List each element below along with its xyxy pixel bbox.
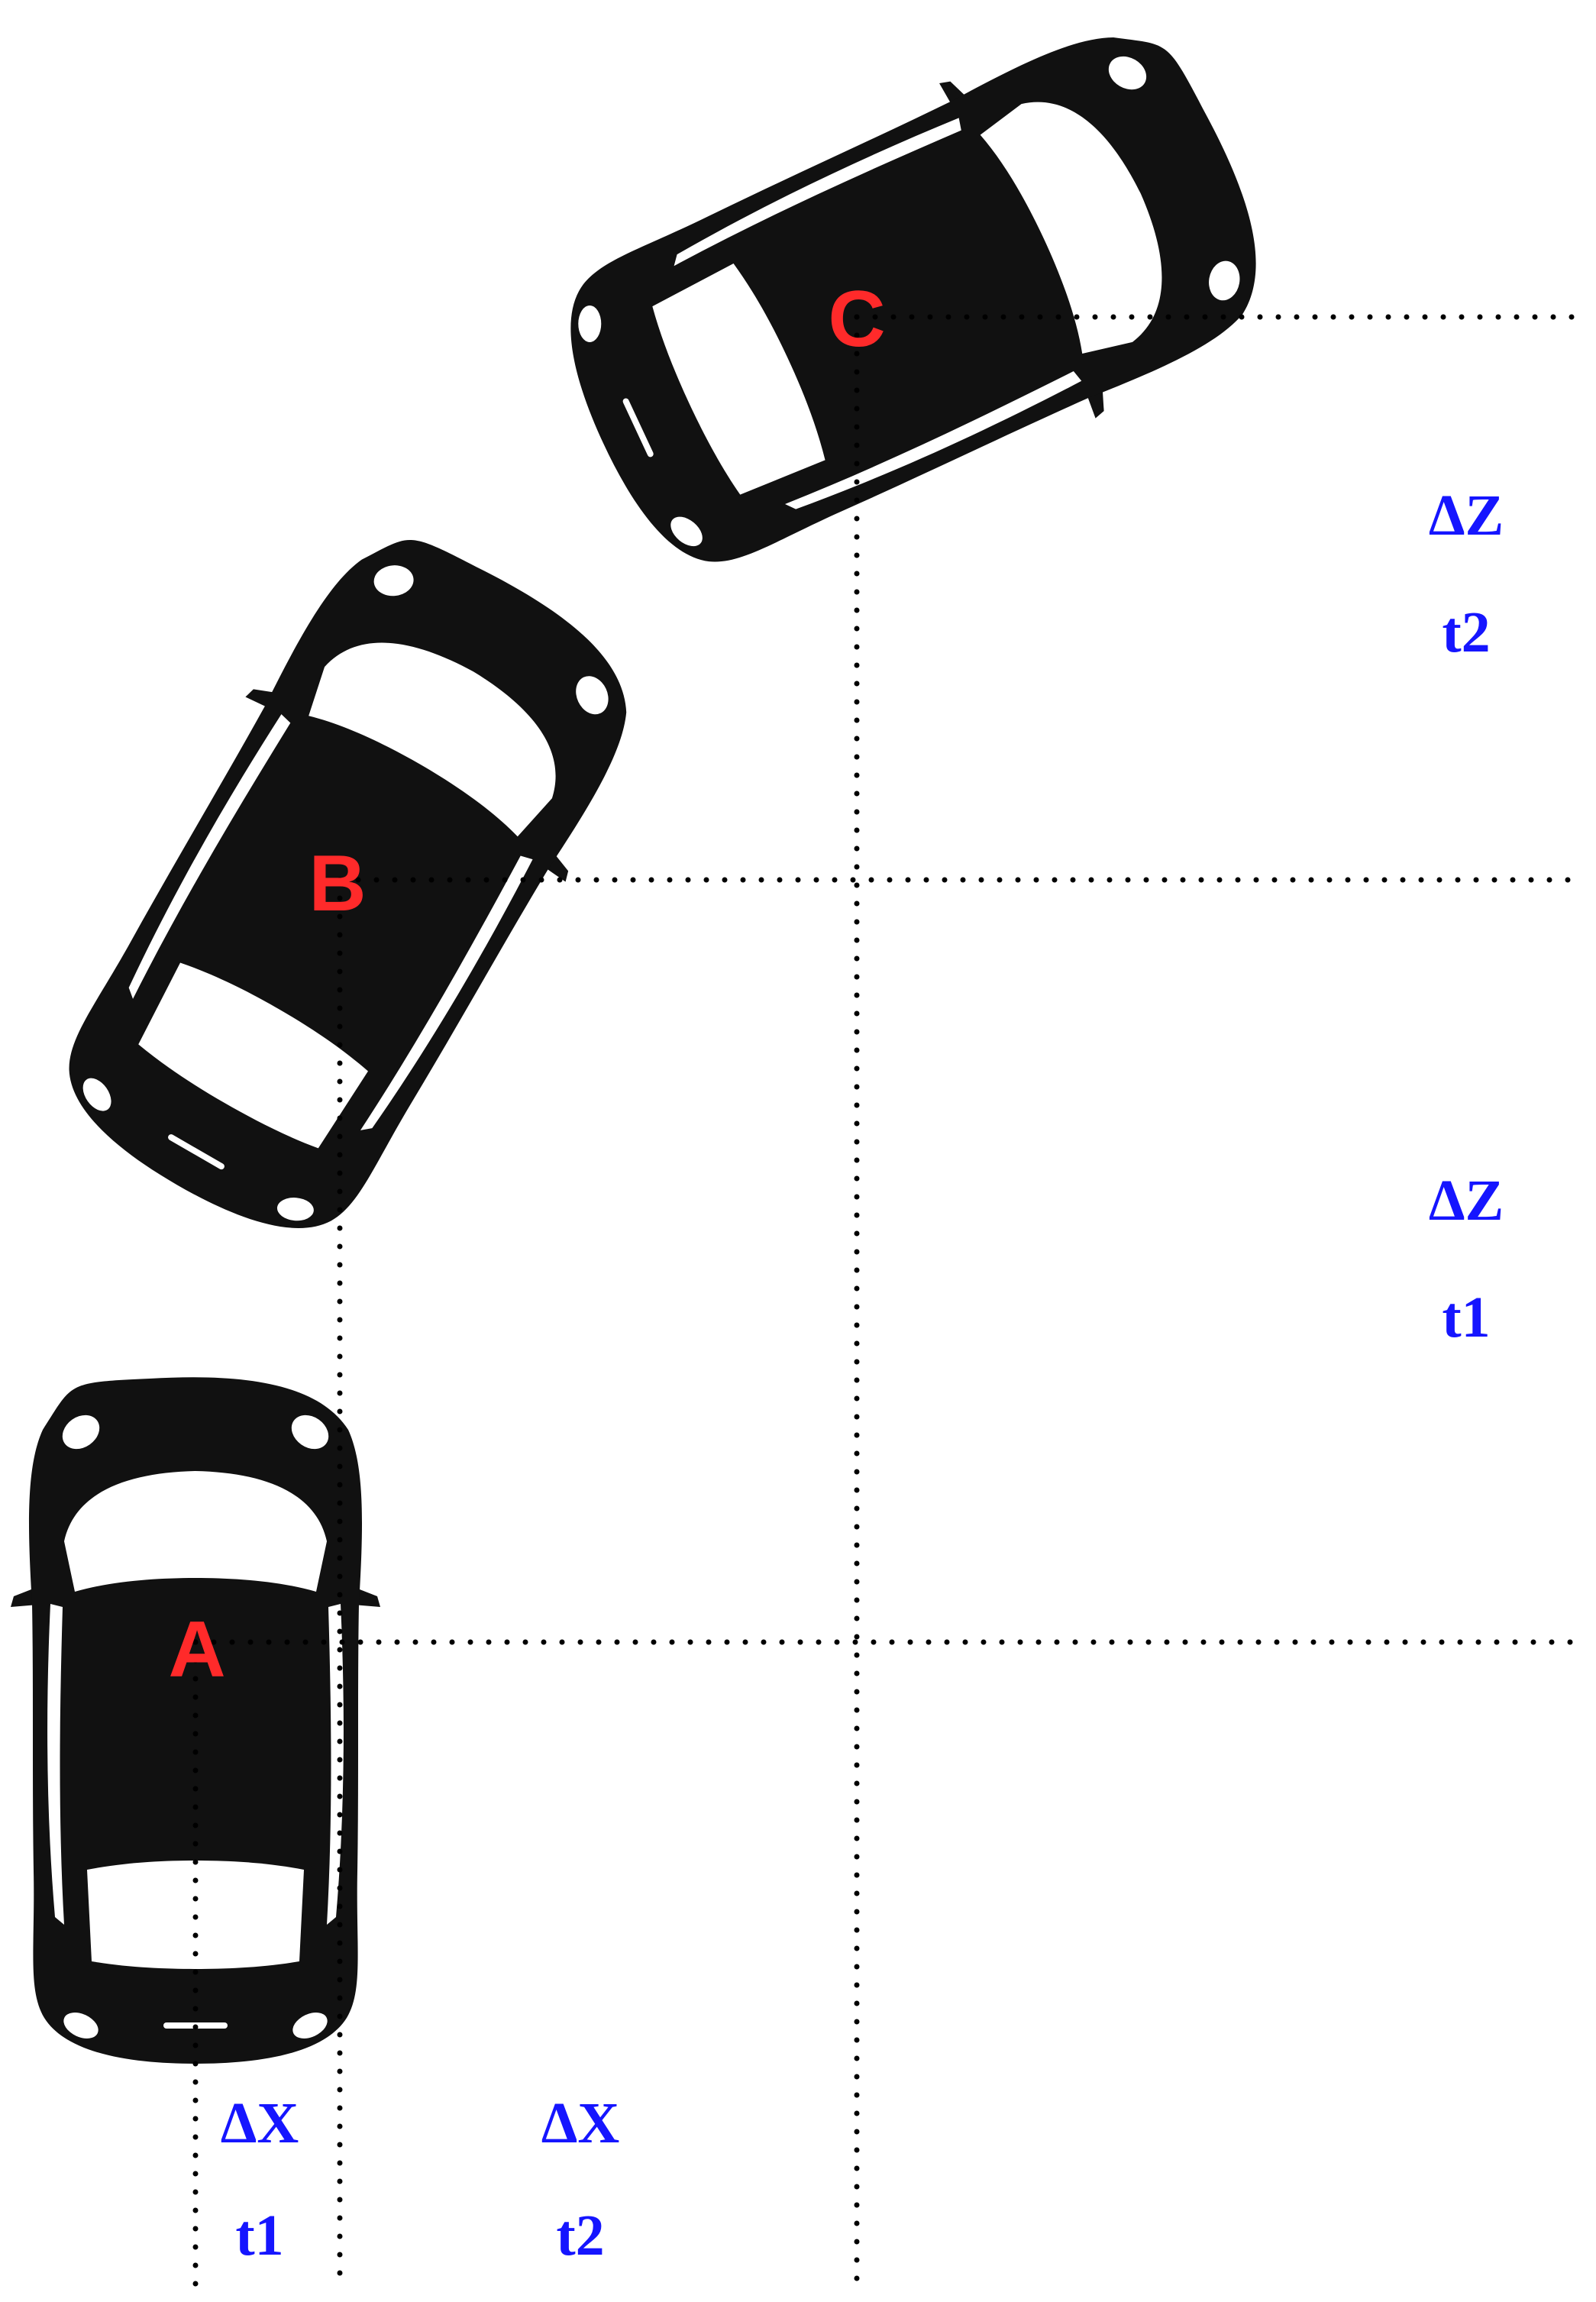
car-b-label: B (309, 839, 366, 928)
delta-x-t1-label: ΔX t1 (221, 2091, 299, 2268)
delta-z-t2-symbol: ΔZ (1429, 483, 1504, 548)
car-a-silhouette (11, 1377, 380, 2064)
delta-z-t1-time: t1 (1442, 1285, 1490, 1350)
delta-x-t2-symbol: ΔX (541, 2091, 620, 2155)
delta-z-t1-symbol: ΔZ (1429, 1169, 1504, 1233)
reference-lines (192, 314, 1588, 2294)
delta-x-t1-symbol: ΔX (221, 2091, 299, 2155)
car-c (525, 0, 1304, 612)
delta-z-t2-label: ΔZ t2 (1429, 483, 1504, 664)
car-c-silhouette (525, 0, 1304, 612)
delta-z-t2-time: t2 (1442, 600, 1490, 664)
delta-x-t2-time: t2 (556, 2203, 604, 2268)
car-a-label: A (168, 1605, 225, 1694)
delta-x-t1-time: t1 (235, 2203, 283, 2268)
car-c-label: C (828, 275, 885, 364)
delta-x-t2-label: ΔX t2 (541, 2091, 620, 2268)
car-a (11, 1377, 380, 2064)
delta-z-t1-label: ΔZ t1 (1429, 1169, 1504, 1350)
